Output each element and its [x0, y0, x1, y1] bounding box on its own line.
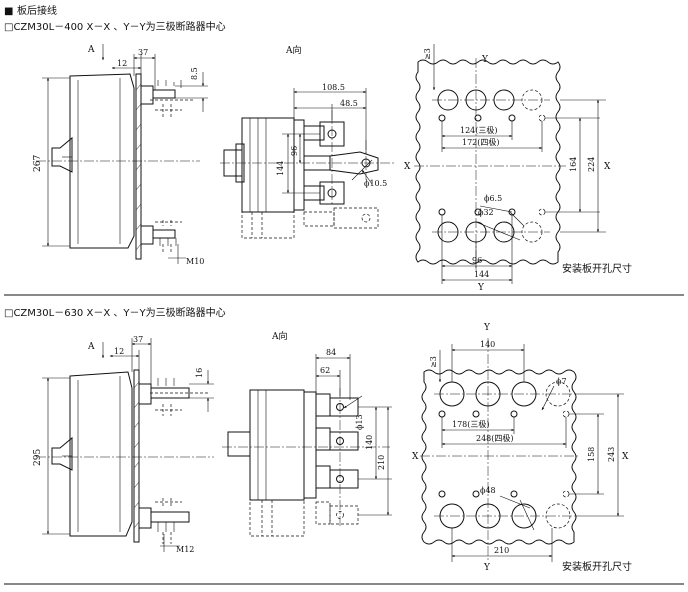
s2-arrow-a-label: A	[87, 342, 95, 352]
s2-dim-84: 84	[326, 348, 336, 357]
s2-thread-m12: M12	[176, 545, 194, 554]
s1-side-view: A 37 12 8.5 267 M10	[33, 44, 208, 266]
s2-cutout-y-top: Y	[483, 323, 491, 333]
s2-cutout-y-bottom: Y	[483, 563, 491, 573]
s2-dim-37: 37	[133, 335, 143, 344]
s2-cutout-x-right: X	[622, 452, 629, 462]
s2-dim-295: 295	[33, 449, 43, 466]
s2-dim-12: 12	[114, 347, 124, 356]
s1-a-view: A向 108.5 48.5	[220, 44, 396, 239]
s1-hole-big: ϕ32	[478, 208, 494, 217]
s1-dim-96: 96	[290, 146, 299, 156]
s1-arrow-a-label: A	[87, 45, 95, 55]
s1-dim-267: 267	[33, 155, 43, 172]
s2-dim-16: 16	[195, 368, 204, 378]
s2-cutout: Y Y X X 140 ≥3 ϕ7 178(三极) 248(四极) 158 24…	[412, 323, 632, 573]
s2-pitch-3p: 178(三极)	[452, 419, 490, 429]
s1-w144: 144	[474, 270, 489, 279]
section2-caption: □CZM30L－630 X－X 、Y－Y为三极断路器中心	[4, 306, 226, 319]
s1-cutout-y-top: Y	[481, 55, 489, 65]
s2-h243: 243	[607, 447, 616, 462]
s1-a-view-title: A向	[285, 44, 302, 56]
s2-h158: 158	[587, 447, 596, 462]
s1-cutout-x-right: X	[604, 162, 611, 172]
section1-caption: □CZM30L－400 X－X 、Y－Y为三极断路器中心	[4, 20, 226, 33]
s1-dim-12: 12	[117, 59, 127, 68]
s1-dim-48-5: 48.5	[340, 99, 358, 108]
s2-hole-small: ϕ7	[556, 377, 567, 386]
s1-cutout-y-bottom: Y	[477, 283, 485, 293]
s1-pitch-3p: 124(三极)	[460, 125, 498, 135]
s2-hole-big: ϕ48	[480, 486, 496, 495]
s2-w210: 210	[494, 546, 509, 555]
s2-dim-140: 140	[365, 435, 374, 450]
s2-hole-dia: ϕ13	[355, 414, 364, 430]
s1-dim-8-5: 8.5	[190, 67, 199, 80]
s2-gap: ≥3	[429, 356, 438, 368]
s1-cutout-x-left: X	[404, 162, 411, 172]
s1-dim-144: 144	[276, 161, 285, 176]
section-heading: 板后接线	[17, 4, 57, 17]
s1-dim-37: 37	[138, 48, 148, 57]
s1-hole-dia: ϕ10.5	[364, 179, 387, 188]
s2-a-view: A向 84 62 140	[222, 330, 392, 537]
s2-dim-62: 62	[320, 366, 330, 375]
s1-cutout: Y Y X X ≥3 124(三极) 172(四极) 164 224 ϕ6.5 …	[404, 44, 632, 293]
s2-pitch-4p: 248(四极)	[476, 433, 514, 443]
s1-dim-108-5: 108.5	[322, 83, 345, 92]
s1-h164: 164	[569, 157, 578, 172]
s2-side-view: A 37 12 16 295 M12	[33, 335, 214, 554]
s2-w140: 140	[480, 340, 495, 349]
s1-pitch-4p: 172(四极)	[462, 137, 500, 147]
s1-gap: ≥3	[423, 48, 432, 60]
s2-cutout-caption: 安装板开孔尺寸	[562, 560, 632, 573]
s2-dim-210: 210	[377, 455, 386, 470]
s1-w96: 96	[472, 256, 482, 265]
s2-a-view-title: A向	[271, 330, 288, 342]
s1-cutout-caption: 安装板开孔尺寸	[562, 262, 632, 275]
s1-thread-m10: M10	[186, 257, 204, 266]
header-square-icon: ■	[4, 6, 13, 17]
s1-h224: 224	[587, 157, 596, 172]
s2-cutout-x-left: X	[412, 452, 419, 462]
s1-hole-small: ϕ6.5	[484, 194, 502, 203]
